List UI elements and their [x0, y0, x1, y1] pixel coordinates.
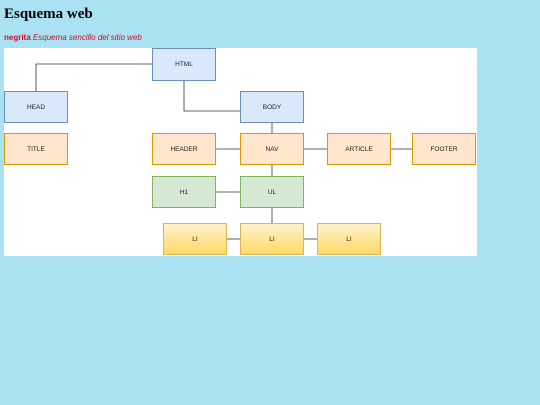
node-h1: H1: [152, 176, 216, 208]
caption: negrita Esquema sencillo del sitio web: [4, 33, 142, 42]
diagram-canvas: HTML HEAD BODY TITLE HEADER NAV ARTICLE …: [4, 48, 477, 256]
node-ul: UL: [240, 176, 304, 208]
node-nav: NAV: [240, 133, 304, 165]
page-title: Esquema web: [4, 6, 93, 22]
node-header: HEADER: [152, 133, 216, 165]
edge-html-head: [35, 63, 152, 91]
node-article: ARTICLE: [327, 133, 391, 165]
caption-italic: Esquema sencillo del sitio web: [32, 33, 142, 42]
node-li-2: LI: [240, 223, 304, 255]
edge-html-body: [183, 81, 240, 112]
connector-layer: [35, 63, 412, 240]
node-head: HEAD: [4, 91, 68, 123]
node-li-3: LI: [317, 223, 381, 255]
node-li-1: LI: [163, 223, 227, 255]
node-footer: FOOTER: [412, 133, 476, 165]
node-html: HTML: [152, 48, 216, 81]
caption-bold: negrita: [4, 33, 31, 42]
node-title: TITLE: [4, 133, 68, 165]
node-body: BODY: [240, 91, 304, 123]
